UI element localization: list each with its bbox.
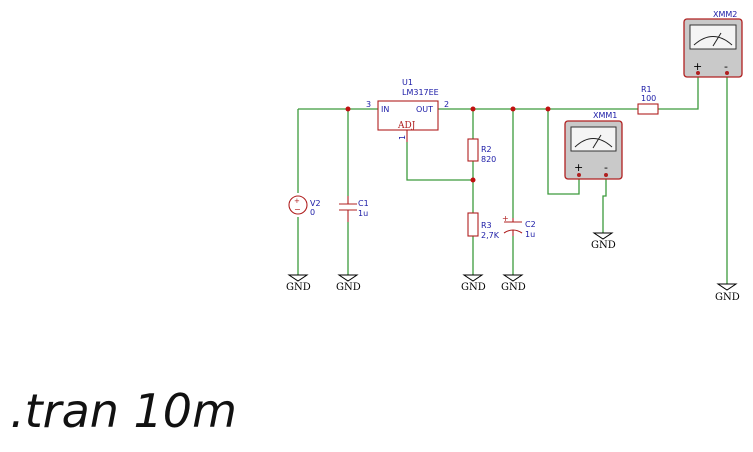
minus-icon: −: [294, 205, 301, 214]
plus-icon: +: [294, 197, 300, 205]
u1-pin-in-num: 3: [366, 100, 371, 109]
ground-xmm1: GND: [591, 232, 616, 251]
junction-dot: [470, 177, 476, 183]
u1-value: LM317EE: [402, 88, 439, 97]
xmm1-ref: XMM1: [593, 111, 617, 120]
c2-ref: C2: [525, 220, 536, 229]
c2-value: 1u: [525, 230, 535, 239]
gnd-label: GND: [501, 282, 526, 293]
simulation-command[interactable]: .tran 10m: [10, 384, 237, 438]
ground-v2: GND: [286, 274, 311, 293]
gnd-label: GND: [336, 282, 361, 293]
u1-pin-in: IN: [381, 105, 389, 114]
regulator-u1[interactable]: U1 LM317EE IN OUT ADJ 3 2 1: [366, 78, 449, 142]
junctions: [345, 106, 551, 183]
xmm1-plus: +: [574, 161, 583, 174]
multimeter-xmm2[interactable]: + - XMM2: [683, 10, 743, 78]
ground-xmm2: GND: [715, 283, 740, 303]
gnd-label: GND: [715, 292, 740, 303]
gnd-label: GND: [461, 282, 486, 293]
meter-scale-icon: [574, 138, 613, 148]
polarity-plus-icon: +: [502, 214, 509, 223]
r1-ref: R1: [641, 85, 652, 94]
v2-value: 0: [310, 208, 315, 217]
xmm2-ref: XMM2: [713, 10, 737, 19]
r1-value: 100: [641, 94, 656, 103]
u1-pin-adj: ADJ: [397, 121, 416, 131]
junction-dot: [545, 106, 551, 112]
u1-pin-adj-num: 1: [398, 135, 407, 140]
r2-ref: R2: [481, 145, 492, 154]
v2-ref: V2: [310, 199, 321, 208]
u1-pin-out-num: 2: [444, 100, 449, 109]
ground-r3: GND: [461, 274, 486, 293]
c1-value: 1u: [358, 209, 368, 218]
ground-symbols: GND GND GND GND GND GND: [286, 232, 740, 303]
ground-c2: GND: [501, 274, 526, 293]
resistor-r3[interactable]: R3 2,7K: [467, 212, 500, 240]
r3-ref: R3: [481, 221, 492, 230]
junction-dot: [510, 106, 516, 112]
voltage-source-v2[interactable]: + − V2 0: [288, 195, 321, 217]
r3-value: 2,7K: [481, 231, 500, 240]
capacitor-c2[interactable]: + C2 1u: [502, 214, 536, 239]
xmm1-minus: -: [604, 161, 608, 174]
ground-c1: GND: [336, 274, 361, 293]
resistor-r2[interactable]: R2 820: [467, 138, 496, 164]
gnd-label: GND: [591, 240, 616, 251]
c1-ref: C1: [358, 199, 369, 208]
u1-ref: U1: [402, 78, 413, 87]
junction-dot: [470, 106, 476, 112]
junction-dot: [345, 106, 351, 112]
resistor-r1[interactable]: R1 100: [637, 85, 659, 115]
meter-scale-icon: [693, 36, 733, 46]
xmm2-minus: -: [724, 60, 728, 73]
r2-value: 820: [481, 155, 496, 164]
meter-needle-icon: [712, 32, 722, 47]
multimeter-xmm1[interactable]: + - XMM1: [564, 111, 623, 180]
gnd-label: GND: [286, 282, 311, 293]
capacitor-c1[interactable]: C1 1u: [339, 196, 369, 222]
u1-pin-out: OUT: [416, 105, 433, 114]
xmm2-plus: +: [693, 60, 702, 73]
meter-needle-icon: [592, 134, 602, 149]
